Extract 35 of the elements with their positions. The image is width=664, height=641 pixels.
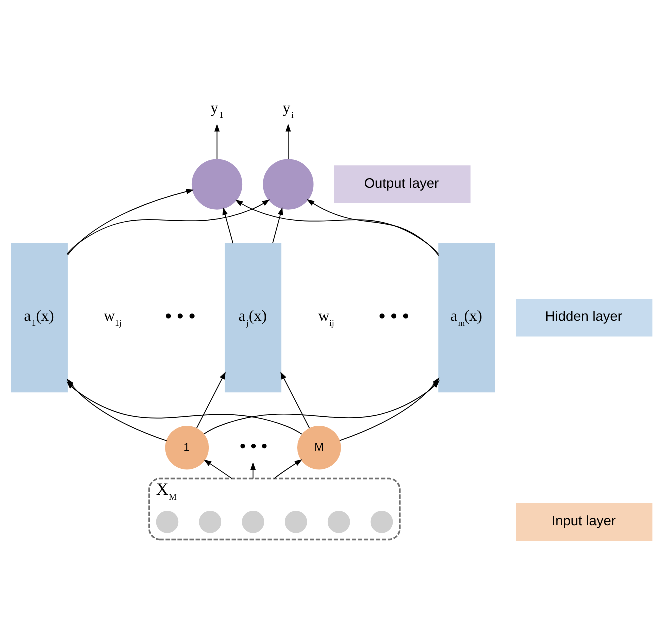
arrow (235, 200, 440, 255)
arrow (222, 207, 234, 244)
arrow (272, 207, 284, 244)
node-circle (370, 510, 394, 534)
arrow (67, 189, 194, 256)
node-circle (328, 510, 350, 534)
node-circle (199, 510, 222, 534)
label: • • • (165, 306, 196, 327)
label: w$_{1j}$ (104, 308, 122, 328)
arrow (306, 199, 440, 256)
label: w$_{ij}$ (318, 308, 334, 328)
node-circle (285, 510, 308, 534)
arrow (204, 460, 232, 480)
arrow (67, 200, 270, 254)
node-box: Output layer (334, 166, 471, 204)
node-box: Input layer (516, 503, 653, 541)
node-circle (242, 510, 264, 534)
label: • • • (378, 306, 410, 327)
node-box: a$_{1}$(x) (11, 243, 68, 393)
arrow (214, 124, 220, 160)
arrow (196, 372, 226, 429)
arrow (274, 459, 303, 480)
node-box: Hidden layer (516, 299, 653, 337)
node-circle: M (297, 426, 342, 470)
node-circle (156, 510, 179, 534)
arrow (280, 372, 310, 429)
arrow (66, 382, 303, 435)
node-circle: 1 (165, 426, 210, 470)
arrow (286, 124, 292, 160)
node-box: a$_{j}$(x) (224, 243, 282, 393)
cluster: X$_{M}$ (148, 478, 401, 541)
node-text: y$_{i}$ (282, 100, 294, 120)
node-box: a$_{m}$(x) (438, 243, 496, 393)
node-text: • • • (240, 436, 268, 456)
node-text: y$_{1}$ (210, 100, 224, 120)
